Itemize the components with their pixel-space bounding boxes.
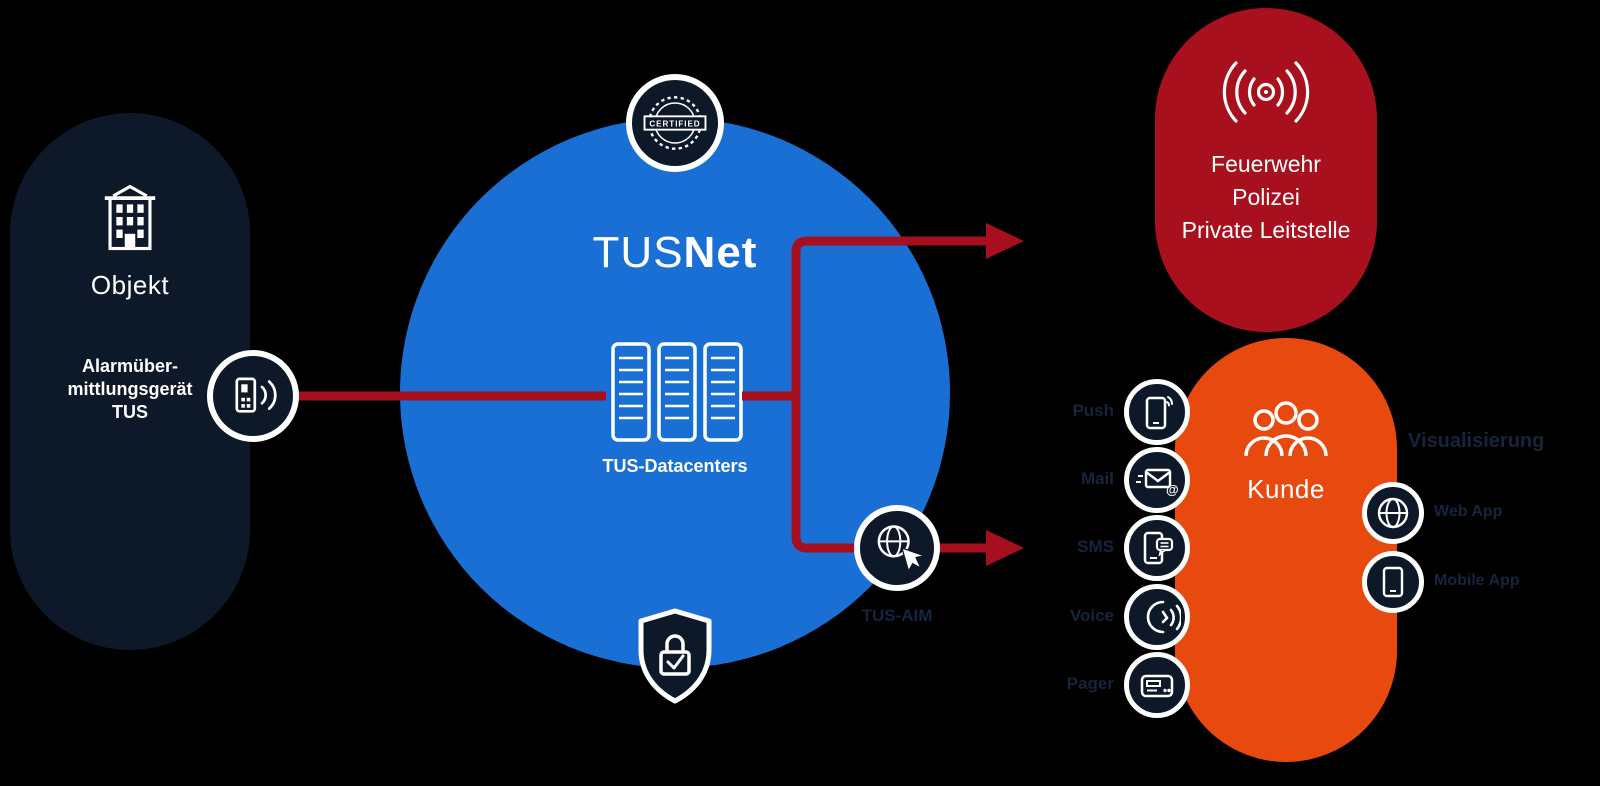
web-app-badge (1362, 482, 1424, 544)
sms-phone-icon (1143, 531, 1174, 565)
gateway-badge (854, 505, 940, 591)
siren-signal-icon (1222, 61, 1310, 123)
certified-badge: CERTIFIED (626, 74, 724, 172)
security-shield-lock-icon (638, 608, 712, 704)
smartphone-push-icon (1145, 396, 1174, 430)
device-label-line3: TUS (112, 402, 148, 422)
channel-pager-badge (1124, 652, 1190, 718)
channel-mail-badge: @ (1124, 447, 1190, 513)
certified-text: CERTIFIED (649, 119, 700, 128)
customer-node: Kunde (1175, 338, 1397, 762)
mobile-app-label: Mobile App (1434, 572, 1520, 589)
datacenters-label: TUS-Datacenters (602, 456, 748, 476)
device-label: Alarmüber- mittlungsgerät TUS (10, 355, 250, 424)
tusnet-title-bold: Net (683, 228, 758, 277)
channel-sms-badge (1124, 515, 1190, 581)
globe-icon (1377, 497, 1409, 529)
line-branch-down (791, 388, 988, 553)
object-title: Objekt (90, 270, 170, 300)
alarm-transmitter-icon (235, 377, 277, 413)
emergency-line-feuerwehr: Feuerwehr (1211, 151, 1321, 177)
server-racks-icon (611, 342, 743, 442)
emergency-labels: Feuerwehr Polizei Private Leitstelle (1155, 148, 1377, 247)
emergency-line-polizei: Polizei (1232, 184, 1300, 210)
tusnet-title-light: TUS (592, 228, 684, 277)
mobile-app-badge (1362, 551, 1424, 613)
emergency-node: Feuerwehr Polizei Private Leitstelle (1155, 8, 1377, 332)
channel-push-badge (1124, 379, 1190, 445)
arrowhead-down (986, 530, 1024, 566)
people-group-icon (1244, 401, 1328, 457)
alarm-transmitter-badge (207, 350, 299, 442)
device-label-line2: mittlungsgerät (67, 379, 193, 399)
gateway-label: TUS-AIM (861, 606, 933, 625)
tusnet-title: TUSNet (400, 228, 950, 278)
line-branch-up (791, 236, 988, 404)
svg-text:@: @ (1166, 482, 1179, 497)
device-label-line1: Alarmüber- (81, 356, 179, 376)
channel-pager-label: Pager (1066, 674, 1114, 693)
web-app-label: Web App (1434, 503, 1503, 520)
building-icon (104, 184, 156, 251)
voice-profile-icon (1146, 600, 1181, 634)
visualization-title: Visualisierung (1408, 430, 1545, 452)
customer-title: Kunde (1247, 474, 1325, 504)
channel-voice-label: Voice (1069, 606, 1114, 625)
mail-icon: @ (1136, 468, 1179, 497)
globe-cursor-icon (877, 525, 927, 573)
channel-mail-label: Mail (1080, 469, 1114, 488)
arrowhead-up (986, 223, 1024, 259)
emergency-line-leitstelle: Private Leitstelle (1181, 217, 1351, 243)
channel-sms-label: SMS (1077, 537, 1114, 556)
channel-push-label: Push (1072, 401, 1114, 420)
smartphone-icon (1382, 566, 1404, 598)
pager-icon (1140, 674, 1174, 698)
channel-voice-badge (1124, 584, 1190, 650)
certified-stamp-icon: CERTIFIED (643, 96, 707, 150)
